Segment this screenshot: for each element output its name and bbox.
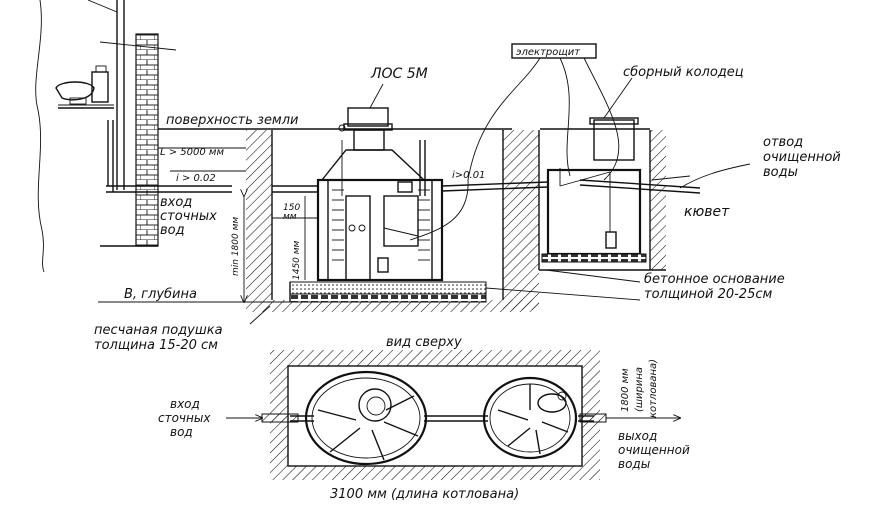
pit-wall-right: [650, 130, 666, 270]
label-inlet-1: вход: [160, 195, 192, 210]
label-sand-2: толщина 15-20 см: [94, 338, 218, 353]
label-concrete-1: бетонное основание: [644, 272, 785, 287]
tank-ladder-right: [418, 189, 430, 261]
label-outlet-cleaned-2: очищенной: [763, 150, 841, 165]
sand-cushion: [289, 281, 487, 295]
label-dim150-1: 150: [283, 203, 300, 213]
label-sand-1: песчаная подушка: [94, 323, 223, 338]
label-outlet-cleaned-1: отвод: [763, 135, 803, 150]
label-pit-length: 3100 мм (длина котлована): [330, 487, 519, 502]
house-wall-edge: [35, 0, 45, 273]
house-section: [35, 0, 232, 273]
label-inlet-2: сточных: [160, 209, 217, 224]
label-outlet2-3: воды: [618, 457, 650, 471]
label-width-1: 1800 мм: [620, 368, 631, 412]
label-dim1450: 1450 мм: [292, 240, 302, 280]
label-min1800: min 1800 мм: [231, 217, 241, 276]
label-dim150-2: мм: [283, 212, 297, 222]
label-outlet-cleaned-3: воды: [763, 165, 798, 180]
pit-wall-middle: [503, 130, 539, 310]
label-collector-well: сборный колодец: [623, 65, 744, 80]
septic-tank: [316, 107, 444, 282]
label-inlet2-3: вод: [170, 425, 193, 439]
label-los: ЛОС 5М: [370, 66, 428, 82]
label-slope-1: i > 0.02: [176, 173, 216, 184]
label-width-2: (ширина: [634, 367, 645, 412]
ground-surface: [158, 128, 650, 149]
label-inlet-3: вод: [160, 223, 185, 238]
concrete-base: [541, 253, 647, 263]
label-depth: В, глубина: [124, 287, 197, 302]
label-inlet2-2: сточных: [158, 411, 211, 425]
label-concrete-2: толщиной 20-25см: [644, 287, 772, 302]
label-ground-surface: поверхность земли: [166, 113, 299, 128]
top-view-tank-1: [304, 370, 428, 466]
electric-panel: [511, 43, 597, 59]
label-outlet2-1: выход: [618, 429, 657, 443]
label-top-view: вид сверху: [386, 335, 462, 350]
label-electroshchit: электрощит: [516, 47, 581, 58]
label-kyuvet: кювет: [684, 204, 730, 220]
tank-ladder-left: [332, 189, 344, 261]
label-length: L > 5000 мм: [160, 147, 224, 158]
pit-floor: [246, 300, 539, 312]
label-slope-2: i>0.01: [452, 170, 485, 181]
pit-wall-left: [246, 130, 272, 300]
gravel-layer: [289, 293, 487, 303]
label-width-3: котлована): [648, 359, 659, 418]
top-view: [226, 350, 680, 480]
toilet-icon: [55, 65, 109, 105]
brick-wall: [135, 33, 159, 247]
label-outlet2-2: очищенной: [618, 443, 690, 457]
top-view-tank-2: [482, 376, 578, 460]
label-inlet2-1: вход: [170, 397, 200, 411]
